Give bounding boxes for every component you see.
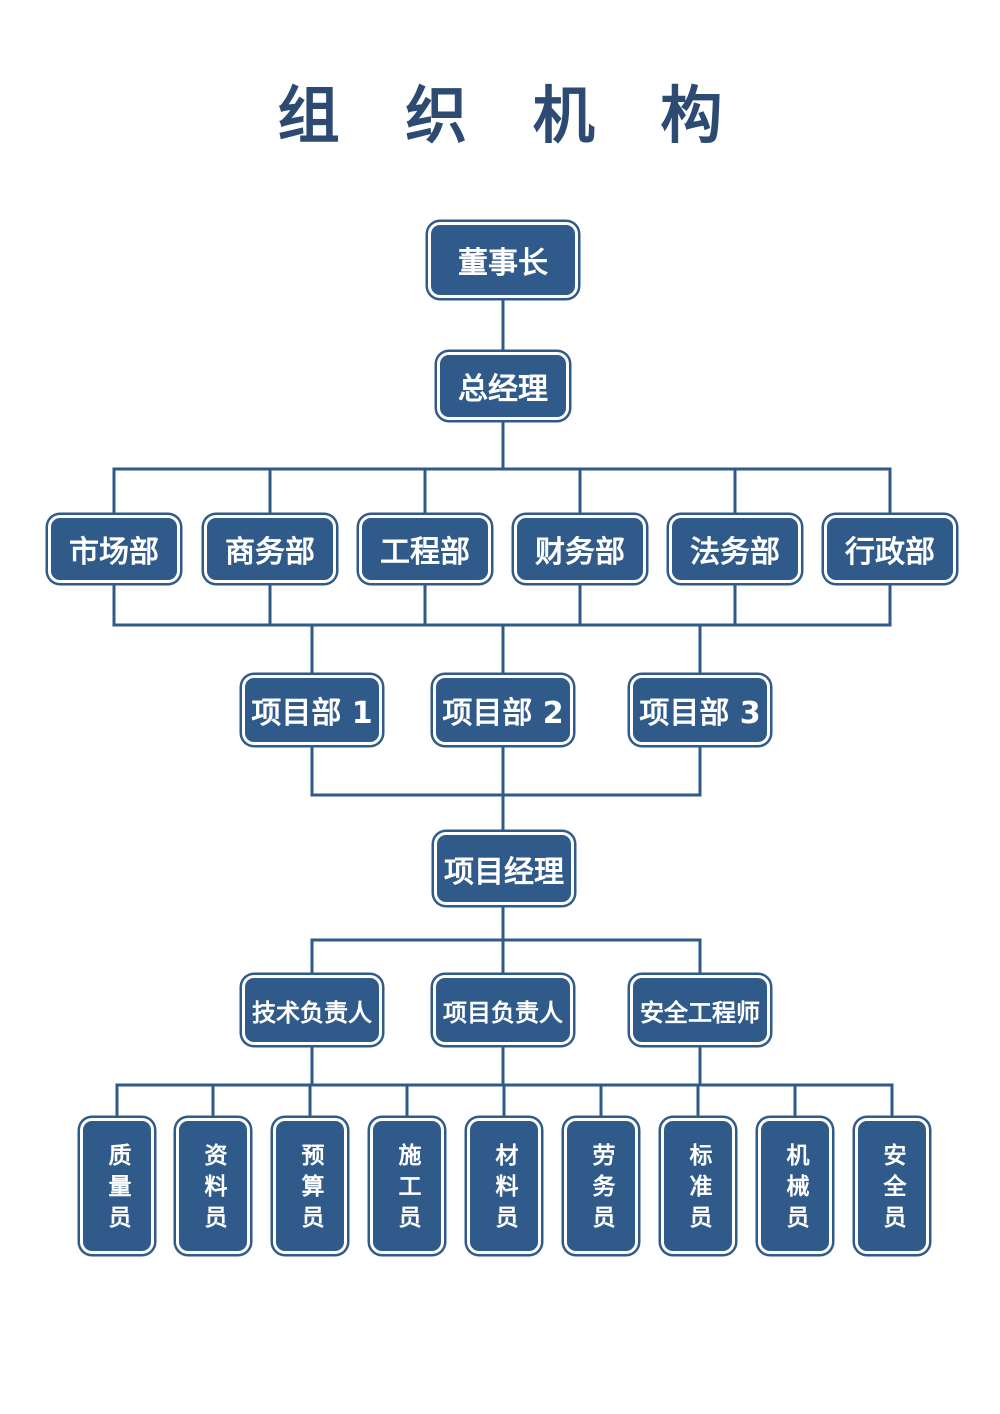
chart-title: 组 织 机 构 (277, 79, 745, 152)
node-project-manager: 项目经理 (434, 832, 574, 905)
node-staff-machinery: 机械员 (758, 1118, 832, 1254)
node-staff-quality: 质量员 (80, 1118, 154, 1254)
node-project-dept-2: 项目部 2 (433, 675, 573, 745)
node-chairman: 董事长 (428, 222, 578, 298)
node-dept-admin: 行政部 (824, 515, 956, 583)
node-staff-labor: 劳务员 (564, 1118, 638, 1254)
node-dept-engineering: 工程部 (359, 515, 491, 583)
node-staff-safety: 安全员 (855, 1118, 929, 1254)
node-general-manager: 总经理 (437, 352, 569, 420)
node-staff-budget: 预算员 (273, 1118, 347, 1254)
node-project-dept-1: 项目部 1 (242, 675, 382, 745)
node-dept-legal: 法务部 (669, 515, 801, 583)
node-lead-safety-engineer: 安全工程师 (630, 975, 770, 1045)
node-staff-materials: 材料员 (467, 1118, 541, 1254)
node-project-dept-3: 项目部 3 (630, 675, 770, 745)
node-staff-standards: 标准员 (661, 1118, 735, 1254)
node-dept-finance: 财务部 (514, 515, 646, 583)
node-staff-documentation: 资料员 (176, 1118, 250, 1254)
node-lead-project: 项目负责人 (433, 975, 573, 1045)
node-lead-technical: 技术负责人 (242, 975, 382, 1045)
node-staff-construction: 施工员 (370, 1118, 444, 1254)
node-dept-business: 商务部 (204, 515, 336, 583)
node-dept-market: 市场部 (48, 515, 180, 583)
